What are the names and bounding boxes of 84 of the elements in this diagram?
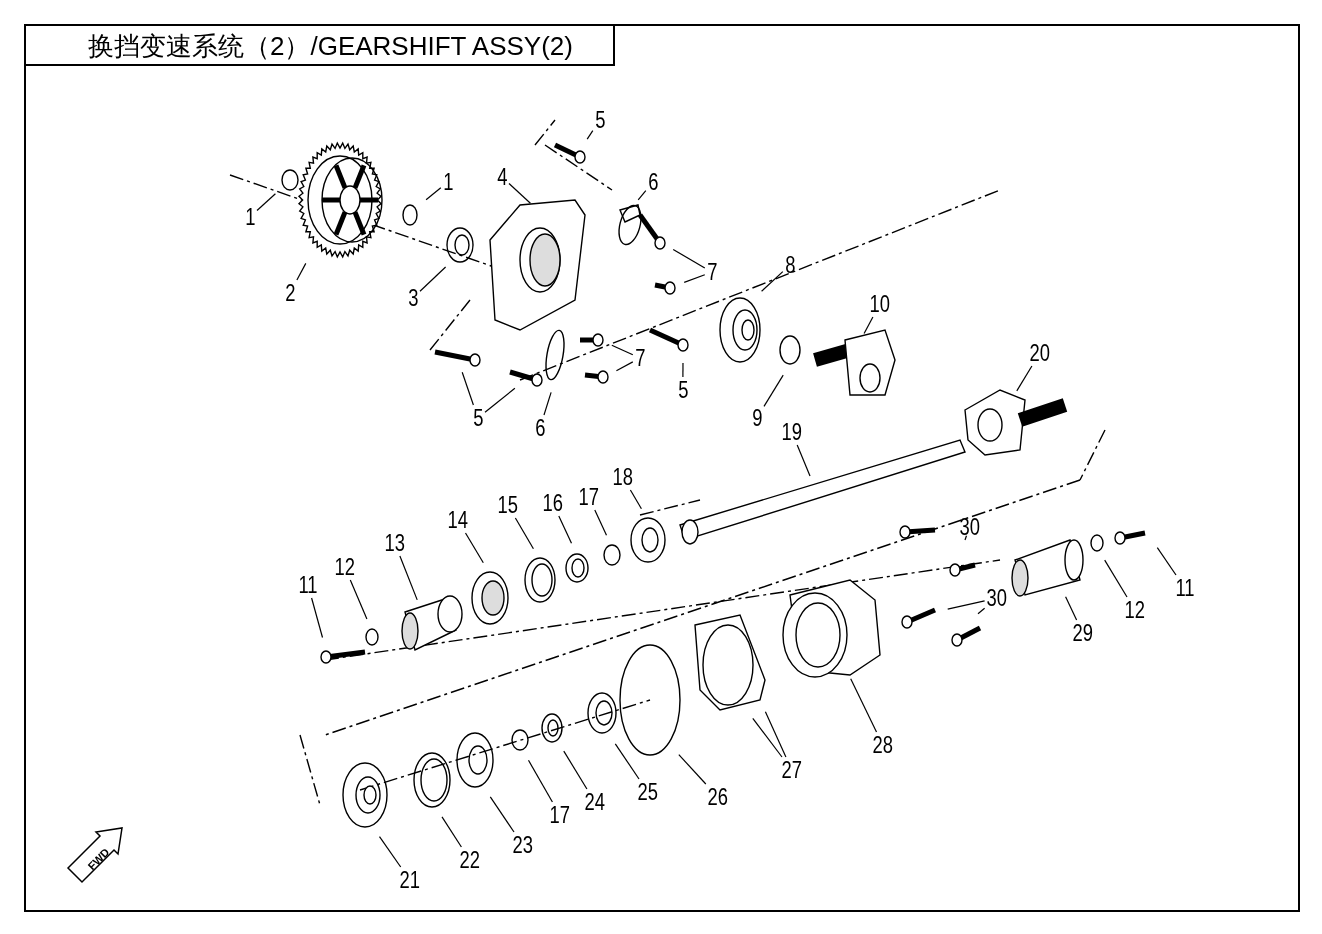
leader-line [594, 509, 608, 536]
leader-line [977, 607, 986, 615]
callout-number: 9 [751, 406, 762, 430]
callout-number: 3 [407, 286, 418, 310]
callout-number: 23 [512, 833, 534, 857]
leader-line [296, 262, 307, 281]
callout-number: 5 [472, 406, 483, 430]
leader-line [1156, 547, 1177, 576]
callout-number: 22 [459, 848, 481, 872]
callout-number: 27 [781, 758, 803, 782]
callout-number: 28 [872, 733, 894, 757]
leader-line [508, 182, 531, 204]
leader-line [558, 515, 573, 544]
leader-line [947, 600, 986, 610]
callout-number: 7 [634, 346, 645, 370]
callout-number: 6 [647, 170, 658, 194]
leader-line [683, 274, 706, 283]
callout-number: 15 [497, 493, 519, 517]
leader-line [764, 711, 787, 758]
leader-line [850, 678, 878, 733]
callout-number: 21 [399, 868, 421, 892]
leader-line [563, 750, 588, 790]
leader-line [527, 759, 553, 803]
callout-number: 24 [584, 790, 606, 814]
leader-line [964, 535, 968, 541]
callout-number: 18 [612, 465, 634, 489]
leader-line [1065, 596, 1078, 621]
title-box: 换挡变速系统（2）/GEARSHIFT ASSY(2) [24, 24, 615, 66]
leader-line [419, 266, 447, 292]
callout-number: 12 [334, 555, 356, 579]
callout-number: 7 [706, 260, 717, 284]
callout-number: 19 [781, 420, 803, 444]
callout-number: 17 [578, 485, 600, 509]
callout-number: 2 [284, 281, 295, 305]
leader-line [1016, 365, 1033, 392]
leader-line [256, 193, 276, 212]
callout-number: 10 [869, 292, 891, 316]
callout-number: 1 [442, 170, 453, 194]
callout-number: 4 [496, 165, 507, 189]
callout-number: 16 [542, 491, 564, 515]
callout-number: 8 [784, 253, 795, 277]
callout-number: 20 [1029, 341, 1051, 365]
callout-number: 30 [959, 515, 981, 539]
leader-line [752, 717, 783, 758]
leader-line [441, 816, 462, 848]
leader-line [543, 391, 552, 416]
leader-line [514, 517, 534, 550]
callout-number: 5 [594, 108, 605, 132]
leader-line [796, 444, 811, 477]
leader-line [586, 130, 594, 140]
leader-line [761, 271, 784, 292]
leader-line [763, 374, 784, 407]
callout-number: 11 [298, 573, 318, 597]
leader-line [614, 743, 640, 780]
callout-number: 6 [534, 416, 545, 440]
callout-number: 12 [1124, 598, 1146, 622]
leader-line [378, 836, 402, 868]
leader-line [611, 344, 634, 356]
leader-line [399, 555, 418, 601]
leader-line [615, 361, 634, 372]
leader-line [637, 190, 647, 201]
callout-number: 30 [986, 586, 1008, 610]
leader-line [672, 248, 706, 269]
leader-line [682, 362, 684, 378]
callout-number: 1 [244, 205, 255, 229]
callout-number: 29 [1072, 621, 1094, 645]
leader-line [629, 489, 642, 510]
leader-line [489, 796, 515, 833]
callout-number: 13 [384, 531, 406, 555]
leader-line [678, 754, 707, 785]
leader-line [425, 187, 442, 201]
leader-line [461, 371, 474, 406]
callout-number: 11 [1175, 576, 1195, 600]
leader-line [484, 387, 516, 413]
callout-number: 14 [447, 508, 469, 532]
callout-number: 25 [637, 780, 659, 804]
leader-line [311, 597, 324, 639]
callout-number: 26 [707, 785, 729, 809]
leader-line [863, 316, 874, 335]
leader-line [464, 532, 484, 564]
leader-line [349, 579, 368, 620]
leader-line [1104, 559, 1128, 598]
callout-number: 5 [677, 378, 688, 402]
callout-number: 17 [549, 803, 571, 827]
